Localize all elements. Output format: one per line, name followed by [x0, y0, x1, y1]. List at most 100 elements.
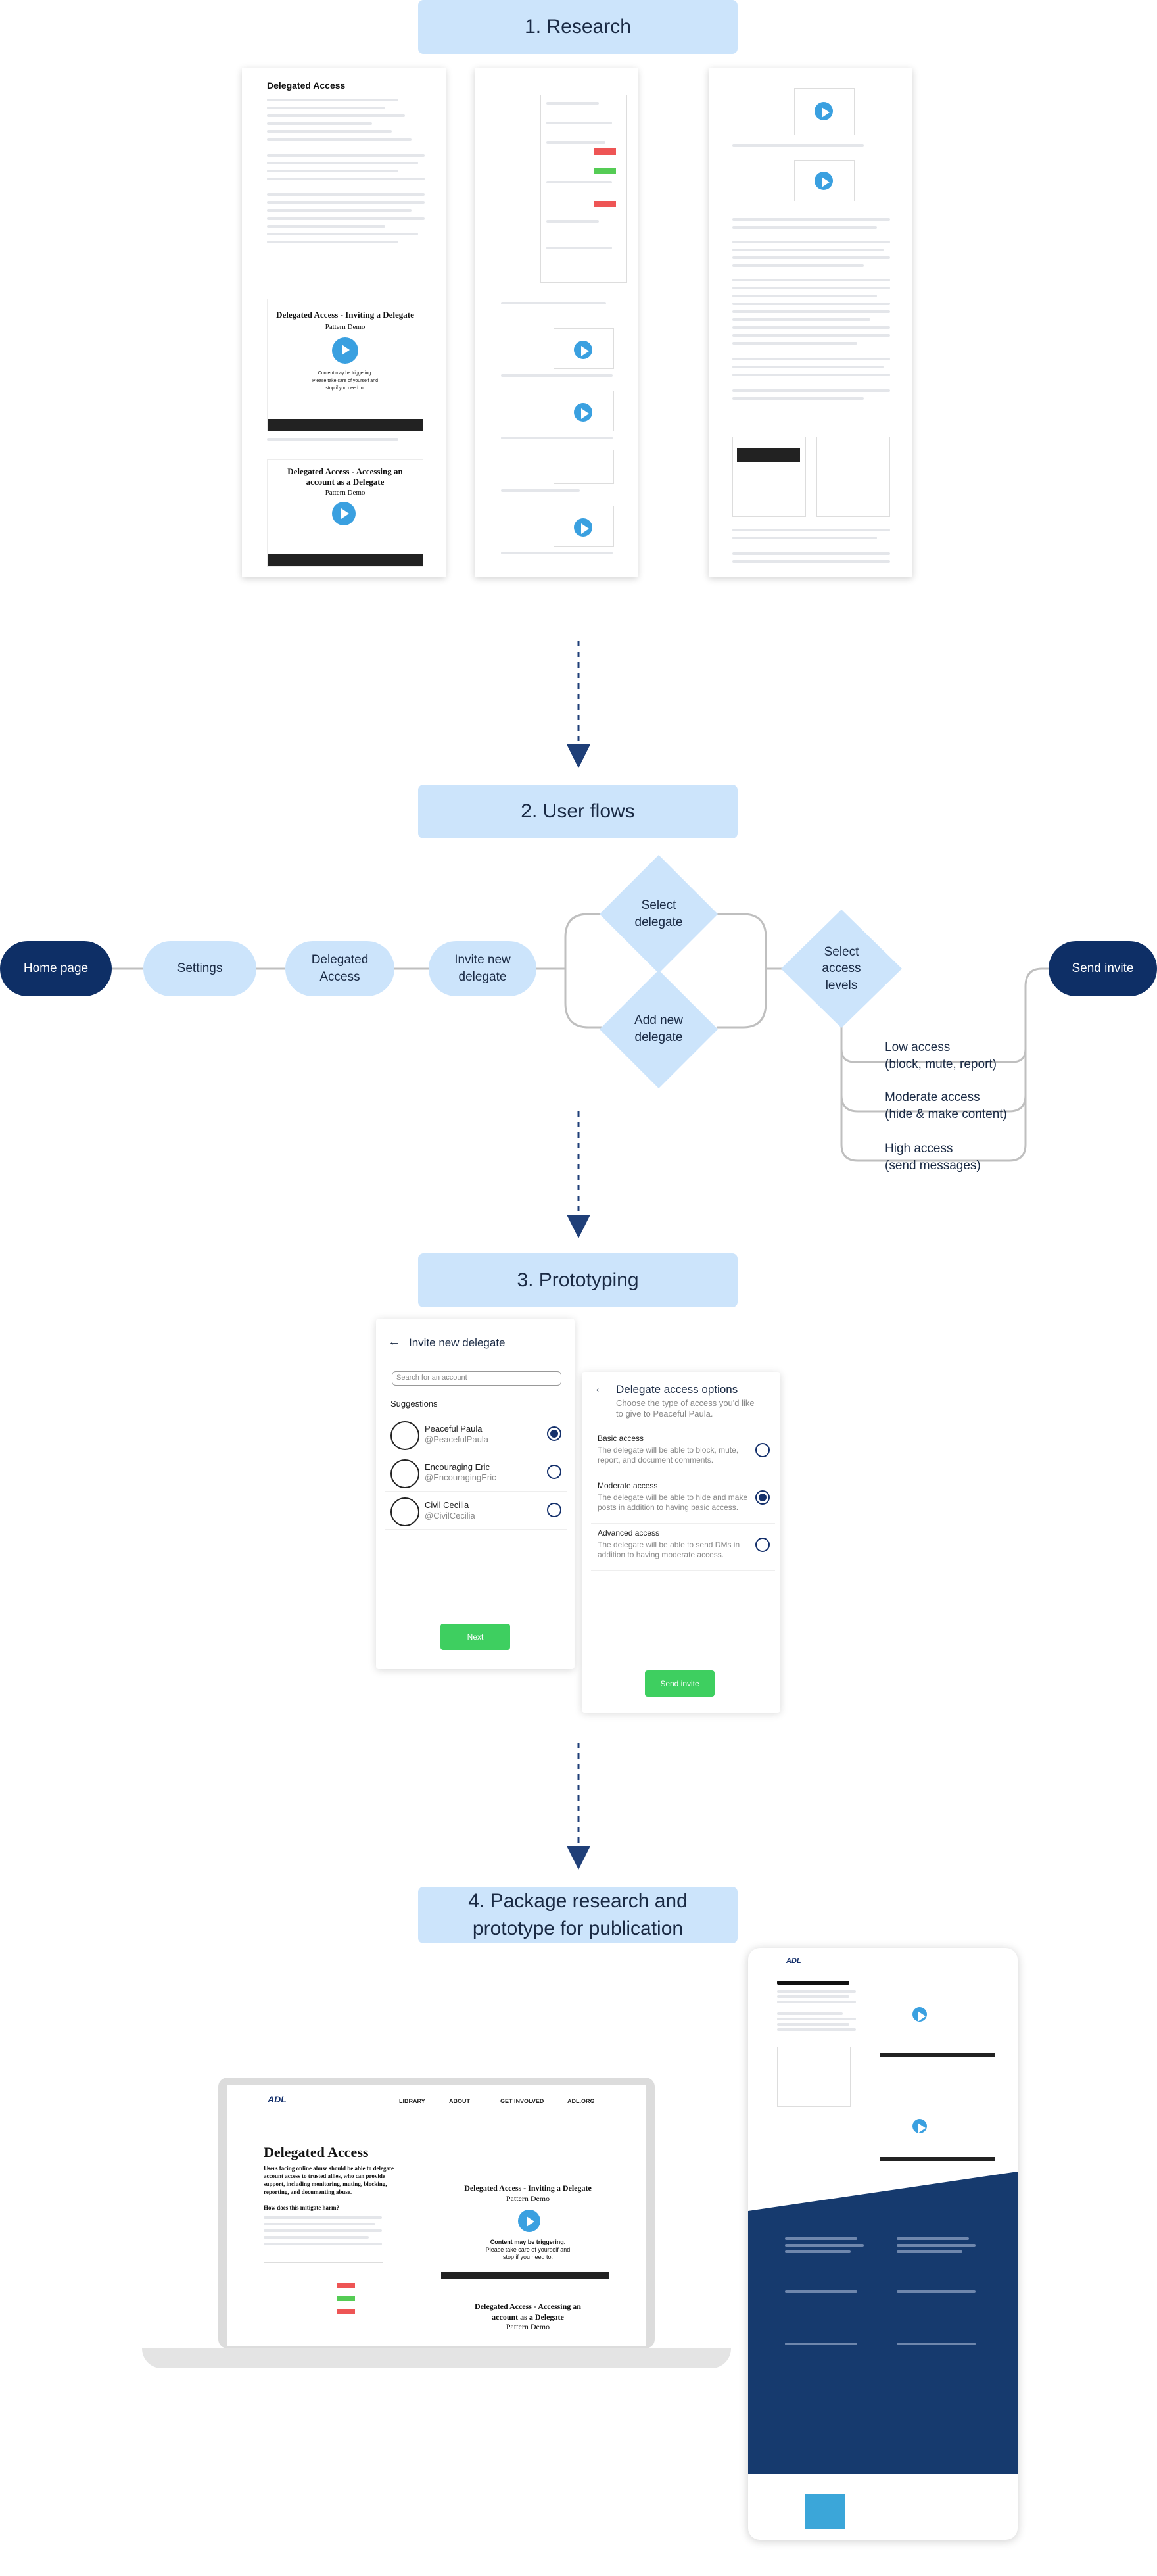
- next-button[interactable]: Next: [440, 1624, 510, 1650]
- back-arrow-icon[interactable]: ←: [388, 1334, 401, 1349]
- flow-node-home-page: Home page: [0, 941, 112, 996]
- user-handle: @EncouragingEric: [425, 1472, 496, 1482]
- section-label-research: 1. Research: [418, 0, 738, 54]
- option-radio[interactable]: [755, 1443, 770, 1457]
- research-video-thumb: [554, 391, 614, 431]
- section-label-package: 4. Package research and prototype for pu…: [418, 1887, 738, 1943]
- research-video-1[interactable]: Delegated Access - Inviting a Delegate P…: [267, 299, 423, 431]
- suggestion-row[interactable]: Peaceful Paula @PeacefulPaula: [385, 1415, 567, 1453]
- video-controls[interactable]: [441, 2272, 609, 2279]
- video-subtitle: Pattern Demo: [506, 2193, 550, 2203]
- adl-logo[interactable]: ADL: [268, 2094, 287, 2104]
- play-icon[interactable]: [332, 337, 358, 364]
- flow-node-settings: Settings: [143, 941, 256, 996]
- video-warning-line: Please take care of yourself and: [485, 2246, 571, 2253]
- research-screenshot-feed: [540, 95, 627, 283]
- play-icon: [574, 518, 592, 537]
- suggestions-label: Suggestions: [390, 1399, 438, 1409]
- publication-question: How does this mitigate harm?: [264, 2204, 339, 2211]
- video-warning: Content may be triggering.: [318, 371, 373, 376]
- publication-video-1[interactable]: Delegated Access - Inviting a Delegate P…: [429, 2183, 626, 2204]
- flow-node-label: levels: [825, 978, 858, 992]
- nav-adl-org[interactable]: ADL.ORG: [567, 2098, 595, 2104]
- option-title: Basic access: [598, 1434, 644, 1443]
- play-icon[interactable]: [332, 502, 356, 525]
- flow-connectors: [110, 913, 1049, 1162]
- section-label-user-flows: 2. User flows: [418, 785, 738, 838]
- select-radio[interactable]: [547, 1465, 561, 1479]
- publication-intro: support, including monitoring, muting, b…: [264, 2181, 387, 2187]
- play-icon: [912, 2007, 927, 2022]
- flow-node-label: Settings: [177, 961, 223, 976]
- video-warning-line: Content may be triggering.: [490, 2239, 566, 2245]
- prototype-invite-screen: ← Invite new delegate Search for an acco…: [376, 1319, 575, 1669]
- play-icon: [912, 2119, 927, 2134]
- option-radio[interactable]: [755, 1490, 770, 1505]
- option-title: Moderate access: [598, 1481, 658, 1490]
- flow-node-label: access: [822, 961, 861, 976]
- play-icon: [574, 403, 592, 422]
- laptop-base: [142, 2348, 731, 2368]
- diamond-select-delegate: [600, 855, 718, 973]
- nav-about[interactable]: ABOUT: [449, 2098, 470, 2104]
- back-arrow-icon[interactable]: ←: [594, 1381, 607, 1396]
- research-example-left: [732, 437, 806, 517]
- research-video-2[interactable]: Delegated Access - Accessing an account …: [267, 459, 423, 567]
- flow-node-label: Send invite: [1072, 961, 1134, 976]
- research-example-right: [816, 437, 890, 517]
- flow-leaf-label: Low access: [885, 1040, 951, 1054]
- research-video-thumb: [794, 160, 855, 201]
- flow-node-label: Access: [319, 970, 360, 984]
- laptop-screen: ADL LIBRARY ABOUT GET INVOLVED ADL.ORG D…: [227, 2085, 646, 2346]
- user-name: Peaceful Paula: [425, 1424, 483, 1434]
- flow-leaf-high-access: High access (send messages): [885, 1140, 981, 1174]
- video-controls[interactable]: [268, 419, 423, 431]
- research-video-thumb: [794, 88, 855, 135]
- select-radio[interactable]: [547, 1503, 561, 1517]
- flow-node-label: delegate: [634, 915, 683, 929]
- flow-node-label: delegate: [634, 1031, 683, 1044]
- video-warning: stop if you need to.: [325, 386, 365, 391]
- send-invite-button[interactable]: Send invite: [645, 1670, 715, 1697]
- video-title: Delegated Access - Inviting a Delegate: [276, 310, 414, 320]
- option-description: The delegate will be able to block, mute…: [598, 1446, 739, 1455]
- flow-node-add-new-delegate: Add new delegate: [606, 1003, 711, 1056]
- related-pattern-card[interactable]: [805, 2494, 845, 2529]
- section-title: 3. Prototyping: [517, 1269, 639, 1291]
- publication-title: Delegated Access: [264, 2144, 369, 2160]
- section-title: 1. Research: [525, 16, 631, 37]
- flow-node-send-invite: Send invite: [1049, 941, 1157, 996]
- suggestion-row[interactable]: Civil Cecilia @CivilCecilia: [385, 1491, 567, 1530]
- video-controls[interactable]: [268, 554, 423, 566]
- invite-title: Invite new delegate: [409, 1336, 506, 1349]
- select-radio[interactable]: [547, 1426, 561, 1441]
- user-name: Encouraging Eric: [425, 1462, 490, 1472]
- adl-logo: ADL: [786, 1957, 801, 1965]
- flow-node-label: Invite new: [454, 953, 511, 967]
- publication-video-2[interactable]: Delegated Access - Accessing an account …: [429, 2302, 626, 2333]
- nav-library[interactable]: LIBRARY: [399, 2098, 425, 2104]
- suggestion-row[interactable]: Encouraging Eric @EncouragingEric: [385, 1453, 567, 1492]
- play-icon[interactable]: [518, 2210, 540, 2232]
- publication-long-page-mockup: ADL: [748, 1948, 1018, 2540]
- flow-node-label: Delegated: [311, 953, 369, 967]
- video-warning-line: stop if you need to.: [502, 2254, 554, 2261]
- option-radio[interactable]: [755, 1538, 770, 1552]
- prototype-access-screen: ← Delegate access options Choose the typ…: [582, 1372, 780, 1713]
- access-option-advanced[interactable]: Advanced access The delegate will be abl…: [591, 1523, 775, 1571]
- flow-node-label: delegate: [458, 970, 507, 984]
- access-option-moderate[interactable]: Moderate access The delegate will be abl…: [591, 1476, 775, 1524]
- access-option-basic[interactable]: Basic access The delegate will be able t…: [591, 1428, 775, 1476]
- search-input[interactable]: Search for an account: [392, 1371, 561, 1386]
- video-title: Delegated Access - Accessing an: [287, 466, 403, 476]
- video-title: Delegated Access - Inviting a Delegate: [464, 2183, 592, 2193]
- nav-get-involved[interactable]: GET INVOLVED: [500, 2098, 544, 2104]
- video-warning: Please take care of yourself and: [312, 379, 378, 383]
- flow-leaf-label: (block, mute, report): [885, 1057, 997, 1071]
- video-subtitle: Pattern Demo: [325, 323, 366, 331]
- flow-node-select-access-levels: Select access levels: [789, 934, 894, 1004]
- option-description: The delegate will be able to send DMs in: [598, 1540, 740, 1549]
- option-description: The delegate will be able to hide and ma…: [598, 1493, 748, 1502]
- video-warning: Content may be triggering. Please take c…: [429, 2239, 626, 2262]
